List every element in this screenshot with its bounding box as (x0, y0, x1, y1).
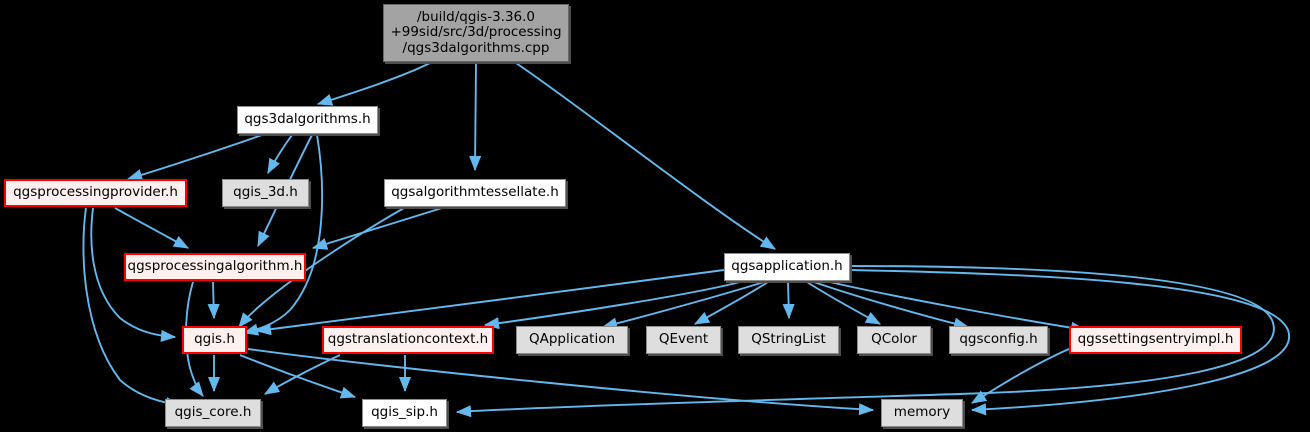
node-qapplication[interactable]: QApplication (516, 326, 628, 354)
node-root[interactable]: /build/qgis-3.36.0 +99sid/src/3d/process… (383, 4, 569, 62)
node-qgssettingsentryimpl-h[interactable]: qgssettingsentryimpl.h (1069, 326, 1242, 354)
node-qgsalgorithmtessellate-h[interactable]: qgsalgorithmtessellate.h (384, 179, 566, 207)
node-qevent[interactable]: QEvent (646, 326, 721, 354)
node-qgis-3d-h[interactable]: qgis_3d.h (222, 179, 309, 207)
node-qgis-sip-h[interactable]: qgis_sip.h (362, 399, 447, 427)
node-qgsprocessingprovider-h[interactable]: qgsprocessingprovider.h (4, 179, 187, 207)
node-qgsapplication-h[interactable]: qgsapplication.h (724, 253, 850, 281)
node-qstringlist[interactable]: QStringList (738, 326, 839, 354)
node-qgsconfig-h[interactable]: qgsconfig.h (949, 326, 1048, 354)
node-qgs3dalgorithms-h[interactable]: qgs3dalgorithms.h (237, 106, 378, 134)
node-qgis-h[interactable]: qgis.h (182, 326, 247, 354)
node-qgis-core-h[interactable]: qgis_core.h (165, 399, 261, 427)
node-memory[interactable]: memory (881, 399, 963, 427)
node-qgsprocessingalgorithm-h[interactable]: qgsprocessingalgorithm.h (124, 253, 306, 281)
node-qcolor[interactable]: QColor (857, 326, 931, 354)
node-qgstranslationcontext-h[interactable]: qgstranslationcontext.h (322, 326, 494, 354)
